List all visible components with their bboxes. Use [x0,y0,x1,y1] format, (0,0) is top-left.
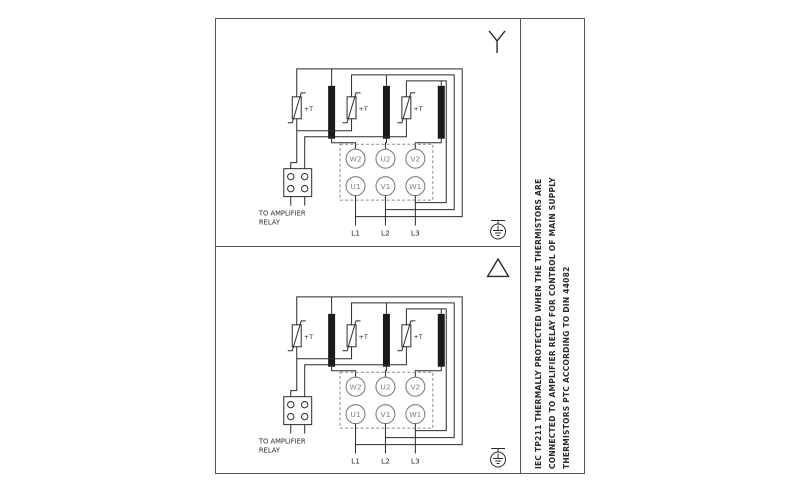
winding-top-wires [331,68,442,86]
ptc-thermistor: +T [342,92,368,124]
terminal-v2: V2 [405,148,426,169]
terminal-v2: V2 [405,376,426,397]
winding-terminal-wire [414,138,442,150]
winding-bar [437,85,445,139]
svg-text:U1: U1 [350,182,360,191]
svg-text:W1: W1 [409,410,421,419]
relay-note-line2: RELAY [259,446,281,454]
svg-text:U2: U2 [380,382,390,391]
bus-wire [405,80,447,204]
thermistor-wire [296,346,353,359]
winding-bar [328,313,336,367]
phase-l2-label: L2 [381,456,390,465]
winding-bar [382,85,390,139]
svg-text:V1: V1 [381,182,391,191]
bus-wire [296,68,463,218]
terminal-w2: W2 [345,148,366,169]
phase-l1-label: L1 [351,229,360,238]
star-wiring-svg: +T +T +T [258,30,507,240]
star-connection-section: +T +T +T [216,19,520,247]
ptc-thermistor: +T [287,92,313,124]
bus-wire [296,295,463,445]
thermistor-wire [290,346,298,397]
winding-terminal-wire [331,138,357,150]
svg-text:V2: V2 [410,382,420,391]
bus-wire [351,74,455,211]
diagram-column: +T +T +T [216,19,520,473]
terminal-v1: V1 [375,403,396,424]
earth-ground-icon [490,447,507,468]
amplifier-relay-connector [283,395,313,434]
side-note-column: IEC TP211 THERMALLY PROTECTED WHEN THE T… [520,19,584,473]
terminal-w2: W2 [345,376,366,397]
ptc-thermistor: +T [342,319,368,351]
phase-l1-label: L1 [351,456,360,465]
winding-bar [437,313,445,367]
thermistor-label: +T [359,332,368,340]
terminal-box-outline [339,143,434,201]
vertical-note-line2: CONNECTED TO AMPLIFIER RELAY FOR CONTROL… [547,177,557,469]
winding-terminal-wire [414,366,442,377]
terminal-v1: V1 [375,176,396,197]
svg-text:W1: W1 [409,182,421,191]
phase-l3-label: L3 [411,456,420,465]
terminal-u2: U2 [375,376,396,397]
svg-text:U2: U2 [380,155,390,164]
terminal-box-outline [339,371,434,429]
ptc-thermistor: +T [397,92,423,124]
vertical-note-line1: IEC TP211 THERMALLY PROTECTED WHEN THE T… [533,178,543,469]
terminal-u1: U1 [345,176,366,197]
delta-wiring-svg: +T +T +T [258,257,510,468]
thermistor-wire [290,118,298,169]
thermistor-label: +T [304,332,313,340]
terminal-u1: U1 [345,403,366,424]
supply-wires [355,423,416,454]
delta-connection-section: +T +T +T [216,247,520,474]
svg-text:V2: V2 [410,155,420,164]
earth-ground-icon [490,220,507,240]
ptc-thermistor: +T [287,319,313,351]
svg-text:W2: W2 [349,382,361,391]
phase-l2-label: L2 [381,229,390,238]
thermistor-wire [296,118,353,132]
vertical-note-line3: THERMISTORS PTC ACCORDING TO DIN 44082 [561,266,571,469]
vertical-note: IEC TP211 THERMALLY PROTECTED WHEN THE T… [532,23,574,469]
star-connection-icon [488,30,506,53]
diagram-frame: +T +T +T [215,18,585,474]
bus-wire [405,307,447,431]
winding-top-wires [331,296,442,314]
delta-connection-icon [486,257,510,277]
winding-bar [382,313,390,367]
thermistor-label: +T [304,105,313,113]
relay-note-line1: TO AMPLIFIER [258,437,306,445]
svg-text:W2: W2 [349,155,361,164]
thermistor-label: +T [359,105,368,113]
relay-note-line2: RELAY [259,219,281,227]
thermistor-label: +T [413,105,422,113]
thermistor-label: +T [413,332,422,340]
ptc-thermistor: +T [397,319,423,351]
terminal-u2: U2 [375,148,396,169]
relay-note-line1: TO AMPLIFIER [258,210,306,218]
winding-terminal-wire [384,138,387,150]
supply-wires [355,195,416,226]
thermistor-wire [304,346,407,397]
svg-text:U1: U1 [350,410,360,419]
amplifier-relay-connector [283,168,313,206]
terminal-w1: W1 [405,176,426,197]
winding-bar [328,85,336,139]
bus-wire [351,301,455,438]
winding-terminal-wire [384,366,387,377]
thermistor-wire [304,118,407,169]
winding-terminal-wire [331,366,357,377]
svg-text:V1: V1 [381,410,391,419]
terminal-w1: W1 [405,403,426,424]
phase-l3-label: L3 [411,229,420,238]
